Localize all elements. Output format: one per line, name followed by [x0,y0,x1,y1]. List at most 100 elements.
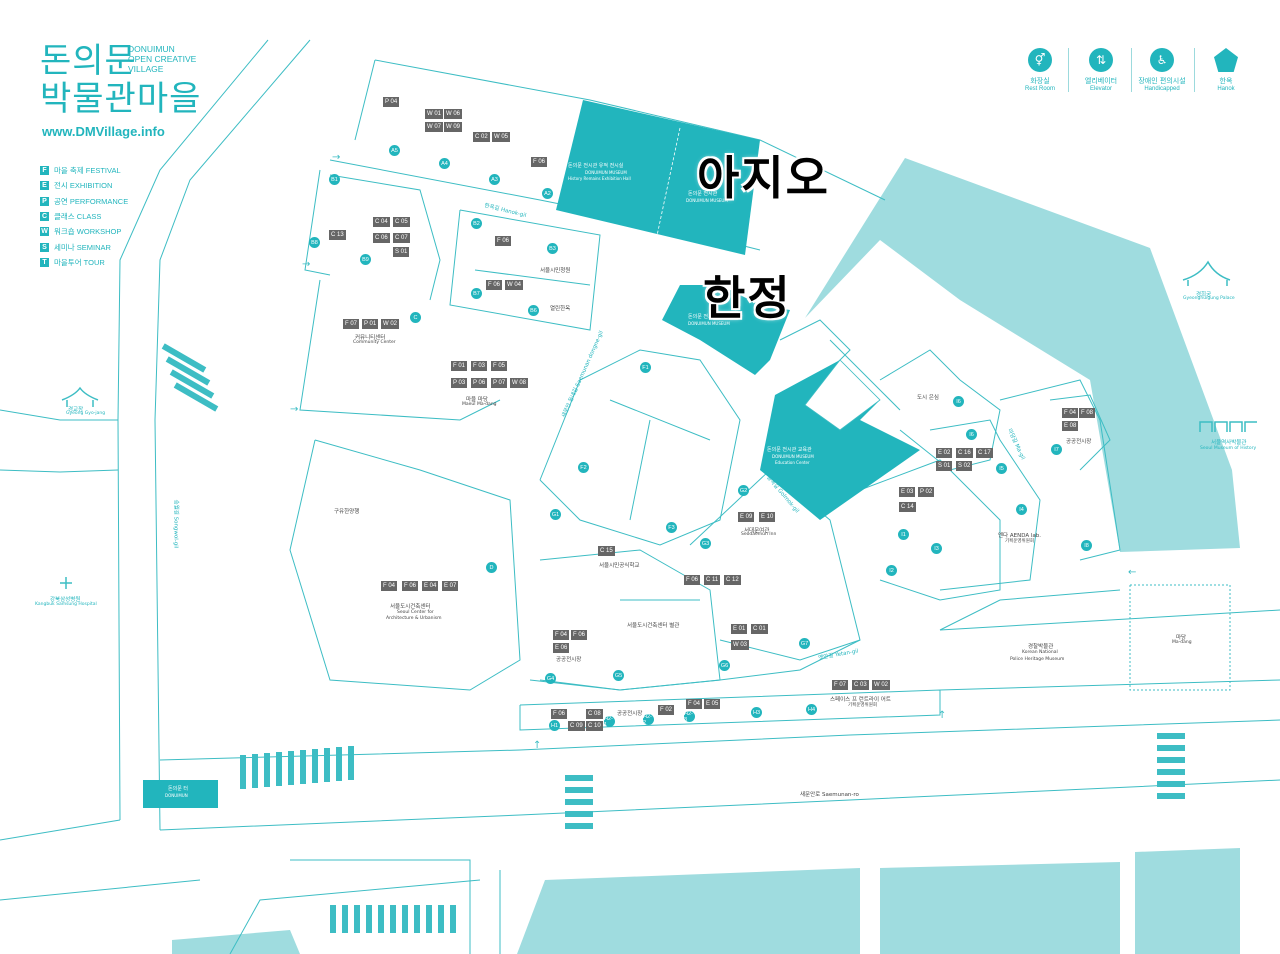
marker-h4[interactable]: H4 [806,704,817,715]
marker-i4[interactable]: I4 [1016,504,1027,515]
program-tag[interactable]: S 01 [936,461,953,471]
program-tag[interactable]: C 06 [373,233,390,243]
marker-d[interactable]: D [486,562,497,573]
program-tag[interactable]: C 09 [568,721,585,731]
program-tag[interactable]: C 17 [976,448,993,458]
program-tag[interactable]: E 01 [731,624,748,634]
marker-a3[interactable]: A3 [489,174,500,185]
marker-g5[interactable]: G5 [613,670,624,681]
program-tag[interactable]: P 02 [918,487,935,497]
program-tag[interactable]: C 16 [956,448,973,458]
program-tag[interactable]: W 06 [444,109,463,119]
marker-h2-1[interactable]: H2-1 [604,716,615,728]
program-tag[interactable]: P 04 [383,97,400,107]
program-tag[interactable]: W 02 [381,319,400,329]
program-tag[interactable]: C 12 [724,575,741,585]
marker-h2-3[interactable]: H2-3 [684,711,695,723]
program-tag[interactable]: F 05 [491,361,508,371]
marker-h2-2[interactable]: H2-2 [643,714,654,726]
program-tag[interactable]: E 05 [704,699,721,709]
marker-h3[interactable]: H3 [751,707,762,718]
program-tag[interactable]: F 04 [1062,408,1079,418]
marker-g7[interactable]: G7 [799,638,810,649]
program-tag[interactable]: F 06 [402,581,419,591]
program-tag[interactable]: F 02 [658,705,675,715]
program-tag[interactable]: F 06 [486,280,503,290]
website-link[interactable]: www.DMVillage.info [42,124,165,139]
program-tag[interactable]: E 09 [738,512,755,522]
program-tag[interactable]: F 06 [684,575,701,585]
program-tag[interactable]: C 10 [586,721,603,731]
program-tag[interactable]: F 06 [531,157,548,167]
program-tag[interactable]: C 13 [329,230,346,240]
program-tag[interactable]: W 07 [425,122,444,132]
marker-i1[interactable]: I1 [898,529,909,540]
program-tag[interactable]: F 04 [553,630,570,640]
program-tag[interactable]: C 08 [586,709,603,719]
program-tag[interactable]: W 03 [731,640,750,650]
program-tag[interactable]: C 05 [393,217,410,227]
program-tag[interactable]: E 02 [936,448,953,458]
program-tag[interactable]: W 05 [492,132,511,142]
program-tag[interactable]: F 07 [343,319,360,329]
marker-b6[interactable]: B6 [528,305,539,316]
marker-a2[interactable]: A2 [542,188,553,199]
program-tag[interactable]: E 06 [553,643,570,653]
marker-a5[interactable]: A5 [389,145,400,156]
program-tag[interactable]: E 08 [1062,421,1079,431]
program-tag[interactable]: S 02 [956,461,973,471]
marker-c[interactable]: C [410,312,421,323]
program-tag[interactable]: W 09 [444,122,463,132]
program-tag[interactable]: C 01 [751,624,768,634]
program-tag[interactable]: W 08 [510,378,529,388]
marker-b8[interactable]: B8 [309,237,320,248]
program-tag[interactable]: E 03 [899,487,916,497]
marker-b1[interactable]: B1 [329,174,340,185]
marker-g1[interactable]: G1 [550,509,561,520]
program-tag[interactable]: F 08 [1079,408,1096,418]
marker-f1[interactable]: F1 [640,362,651,373]
program-tag[interactable]: E 04 [422,581,439,591]
marker-i7[interactable]: I7 [1051,444,1062,455]
program-tag[interactable]: W 04 [505,280,524,290]
marker-g4[interactable]: G4 [545,673,556,684]
marker-b9[interactable]: B9 [360,254,371,265]
program-tag[interactable]: C 07 [393,233,410,243]
marker-i3[interactable]: I3 [931,543,942,554]
program-tag[interactable]: W 02 [872,680,891,690]
program-tag[interactable]: F 01 [451,361,468,371]
program-tag[interactable]: E 07 [442,581,459,591]
program-tag[interactable]: F 04 [381,581,398,591]
program-tag[interactable]: P 07 [491,378,508,388]
program-tag[interactable]: C 14 [899,502,916,512]
marker-i6[interactable]: I6 [953,396,964,407]
marker-g2[interactable]: G2 [738,485,749,496]
marker-i2[interactable]: I2 [886,565,897,576]
marker-b3[interactable]: B3 [547,243,558,254]
program-tag[interactable]: F 03 [471,361,488,371]
program-tag[interactable]: F 04 [686,699,703,709]
program-tag[interactable]: W 01 [425,109,444,119]
program-tag[interactable]: F 06 [551,709,568,719]
program-tag[interactable]: C 02 [473,132,490,142]
marker-i8[interactable]: I8 [1081,540,1092,551]
marker-i5[interactable]: I5 [996,463,1007,474]
program-tag[interactable]: F 07 [832,680,849,690]
program-tag[interactable]: C 15 [598,546,615,556]
program-tag[interactable]: C 04 [373,217,390,227]
program-tag[interactable]: C 03 [852,680,869,690]
program-tag[interactable]: C 11 [704,575,721,585]
marker-f3[interactable]: F3 [666,522,677,533]
marker-f2[interactable]: F2 [578,462,589,473]
program-tag[interactable]: P 06 [471,378,488,388]
marker-h1[interactable]: H1 [549,720,560,731]
marker-g3[interactable]: G3 [700,538,711,549]
marker-b2[interactable]: B2 [471,218,482,229]
program-tag[interactable]: F 06 [571,630,588,640]
program-tag[interactable]: S 01 [393,247,410,257]
program-tag[interactable]: P 03 [451,378,468,388]
marker-b7[interactable]: B7 [471,288,482,299]
program-tag[interactable]: F 06 [495,236,512,246]
marker-a4[interactable]: A4 [439,158,450,169]
marker-g6[interactable]: G6 [719,660,730,671]
